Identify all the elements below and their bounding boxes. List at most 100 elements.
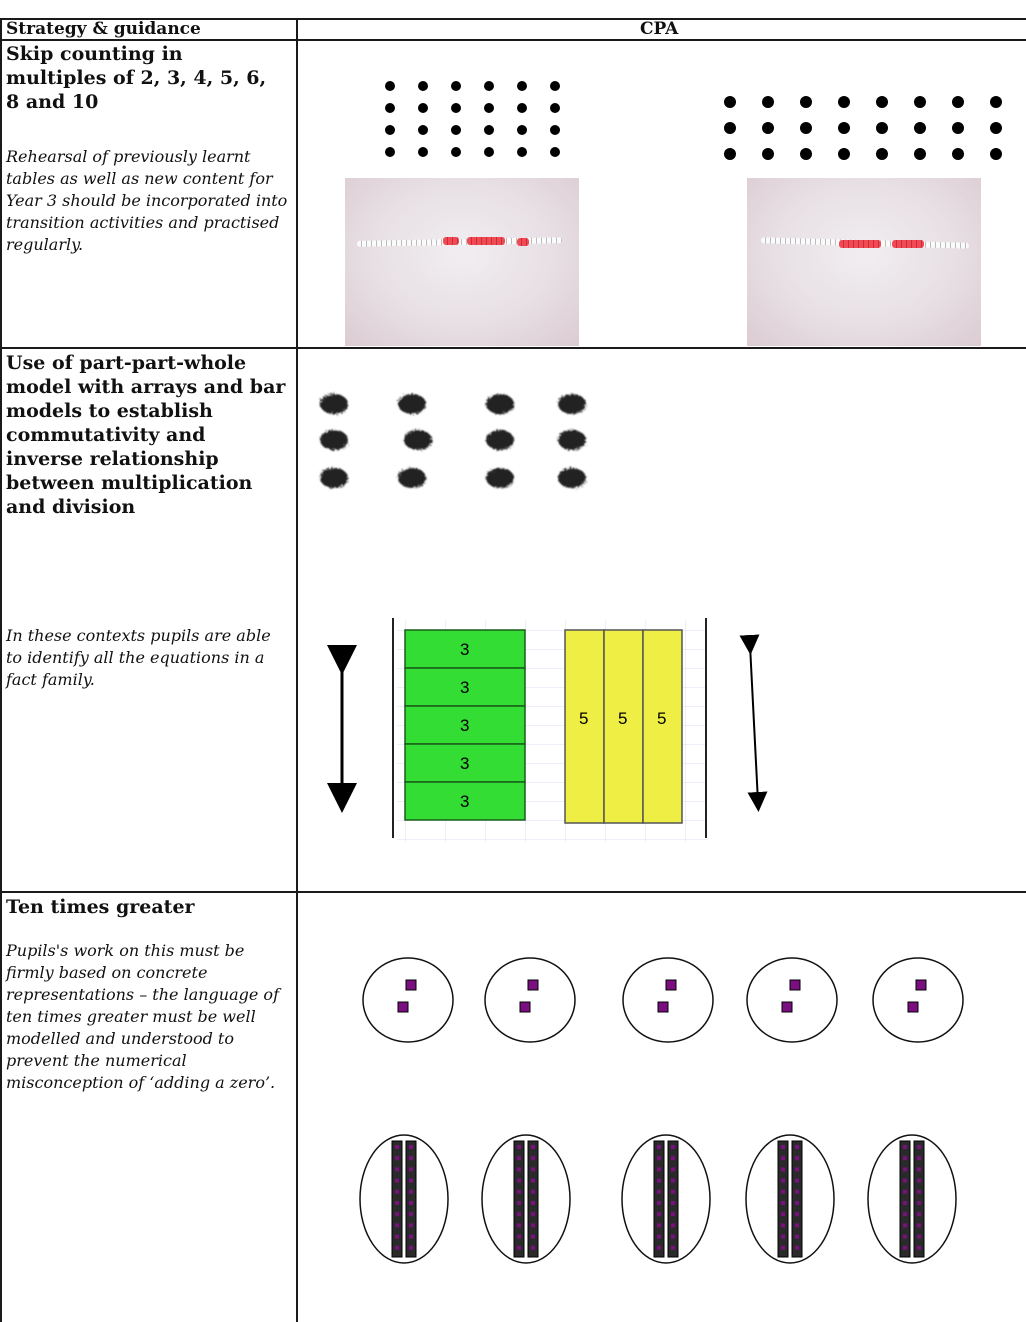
yellow-bar-label: 5 (579, 709, 588, 728)
dot (914, 96, 926, 108)
rod-segment (531, 1245, 535, 1250)
oval (745, 1134, 835, 1264)
dot (385, 81, 395, 91)
green-bar (404, 667, 526, 707)
rod-segment (781, 1212, 785, 1217)
rod-segment (409, 1145, 413, 1149)
row2-bottom-border (0, 891, 1026, 893)
green-bar-label: 3 (460, 716, 469, 735)
rod-segment (531, 1201, 535, 1205)
counter (558, 430, 586, 450)
bead-string-photo-left (345, 178, 579, 346)
rod-segment (395, 1201, 399, 1205)
rod-segment (531, 1167, 535, 1172)
circles-with-cubes (362, 957, 964, 1043)
rod-segment (795, 1167, 799, 1172)
unit-cube (907, 1001, 919, 1013)
dot (838, 96, 850, 108)
dot (550, 81, 560, 91)
rod-segment (781, 1223, 785, 1228)
rod-segment (795, 1223, 799, 1228)
rod-segment (657, 1245, 661, 1250)
rod-segment (395, 1167, 399, 1172)
dot (385, 147, 395, 157)
rod-segment (395, 1245, 399, 1250)
row3-guidance: Pupils's work on this must be firmly bas… (6, 941, 279, 1092)
ten-rod (899, 1140, 911, 1258)
yellow-bar (642, 629, 683, 824)
ten-rod (777, 1140, 789, 1258)
rod-segment (671, 1234, 675, 1239)
dot (952, 148, 964, 160)
rod-segment (671, 1201, 675, 1205)
dot (385, 103, 395, 113)
green-bar (404, 629, 526, 669)
dot (914, 148, 926, 160)
strategy-column-header: Strategy & guidance (6, 19, 201, 39)
dot (517, 81, 527, 91)
unit-cube (789, 979, 801, 991)
rod-segment (657, 1223, 661, 1228)
table-left-border (0, 18, 2, 1322)
circle (746, 957, 838, 1043)
dot-array-4x6 (385, 81, 560, 157)
ten-rod (405, 1140, 417, 1258)
counter (320, 430, 348, 450)
counter (558, 394, 586, 414)
row2-title: Use of part-part-whole model with arrays… (6, 352, 286, 518)
rod-segment (657, 1234, 661, 1239)
rod-segment (409, 1189, 413, 1194)
rod-segment (917, 1234, 921, 1239)
dot (484, 81, 494, 91)
rod-segment (409, 1156, 413, 1161)
dot (876, 96, 888, 108)
unit-cube (397, 1001, 409, 1013)
rod-segment (903, 1167, 907, 1172)
dot (800, 122, 812, 134)
rod-segment (409, 1201, 413, 1205)
unit-cube (665, 979, 677, 991)
dot (952, 122, 964, 134)
dot (451, 103, 461, 113)
rod-segment (781, 1145, 785, 1149)
dot (724, 122, 736, 134)
rod-segment (517, 1245, 521, 1250)
counter (398, 468, 426, 488)
oval (621, 1134, 711, 1264)
dot (484, 147, 494, 157)
green-bar-label: 3 (460, 754, 469, 773)
unit-cube (657, 1001, 669, 1013)
oval (867, 1134, 957, 1264)
rod-segment (517, 1156, 521, 1161)
dot (762, 96, 774, 108)
rod-segment (657, 1156, 661, 1161)
rod-segment (395, 1234, 399, 1239)
ten-rod (391, 1140, 403, 1258)
cpa-column-header: CPA (640, 19, 679, 39)
counter (486, 468, 514, 488)
rod-segment (671, 1178, 675, 1183)
rod-segment (531, 1156, 535, 1161)
rod-segment (657, 1212, 661, 1217)
green-bar-label: 3 (460, 640, 469, 659)
dot (838, 122, 850, 134)
rod-segment (903, 1145, 907, 1149)
rod-segment (781, 1156, 785, 1161)
dot (517, 103, 527, 113)
table-top-border (0, 18, 1026, 20)
rod-segment (671, 1145, 675, 1149)
rod-segment (903, 1245, 907, 1250)
counter (558, 468, 586, 488)
rod-segment (781, 1167, 785, 1172)
rod-segment (395, 1212, 399, 1217)
rod-segment (517, 1189, 521, 1194)
rod-segment (395, 1189, 399, 1194)
counter (486, 430, 514, 450)
row1-title: Skip counting in multiples of 2, 3, 4, 5… (6, 43, 267, 113)
rod-segment (531, 1145, 535, 1149)
rod-segment (795, 1156, 799, 1161)
rod-segment (671, 1189, 675, 1194)
dot (451, 147, 461, 157)
dot (800, 96, 812, 108)
